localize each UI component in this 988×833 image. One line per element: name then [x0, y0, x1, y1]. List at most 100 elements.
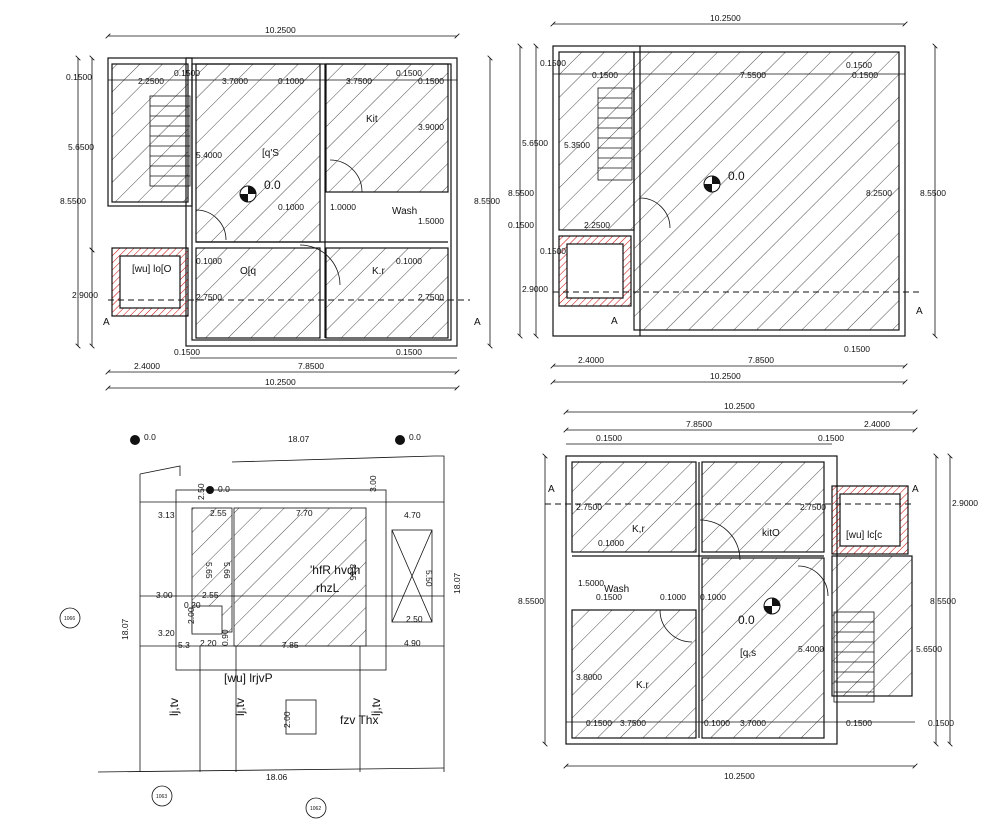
site-dim: 4.90: [404, 638, 421, 648]
dim-inner: 0.1000: [660, 592, 686, 602]
site-level: 0.0: [409, 432, 421, 442]
dim-inner-2: 2.2500: [584, 220, 610, 230]
plan-top-left-walls: [107, 57, 458, 347]
room-label-1: [q'S: [262, 148, 279, 159]
room-label-4: K.r: [372, 266, 385, 277]
dim-bottom-a: 2.4000: [134, 361, 160, 371]
dim-bottom-b: 7.8500: [298, 361, 324, 371]
dim-left-f: 0.1500: [540, 246, 566, 256]
room-label-5: Wash: [392, 206, 417, 217]
site-label: lj,tv: [233, 698, 247, 716]
dim-top-width: 10.2500: [724, 401, 755, 411]
grid-ref-label: 1066: [64, 616, 75, 622]
site-dim: 5.3: [178, 640, 190, 650]
section-mark: A: [474, 317, 481, 328]
grid-ref-label: 1062: [310, 806, 321, 812]
site-dim: 2.50: [196, 483, 206, 500]
dim-inner-2: 0.1000: [278, 202, 304, 212]
level-marker-icon: [395, 435, 405, 445]
site-dim: 5.66: [222, 562, 232, 579]
dim-top-4: 0.1500: [852, 70, 878, 80]
site-plan-outline: [97, 455, 445, 773]
room-label: kitO: [762, 528, 780, 539]
grid-ref-label: 1063: [156, 794, 167, 800]
level-label: 0.0: [264, 178, 281, 192]
dim-inner-5: 0.1000: [196, 256, 222, 266]
plan-top-left-dimensions: [78, 36, 490, 388]
room-label: K,r: [632, 524, 645, 535]
dim-bottom-a: 2.4000: [578, 355, 604, 365]
dim-top-a: 7.8500: [686, 419, 712, 429]
dim-top-3: 3.7000: [222, 76, 248, 86]
level-marker-bottom-right: 0.0: [738, 597, 781, 627]
site-dim: 3.20: [158, 628, 175, 638]
dim-left-e: 2.9000: [522, 284, 548, 294]
plan-top-left: 0.0 10.2500 10.2500 2.4000 7.8500 0.1500…: [60, 25, 500, 388]
dim-inner: 2.7500: [800, 502, 826, 512]
dim-left-b: 5.6500: [522, 138, 548, 148]
dim-top-1: 2.2500: [138, 76, 164, 86]
dim-top-3: 0.1500: [846, 60, 872, 70]
dim-top-7: 0.1500: [418, 76, 444, 86]
level-marker-icon: [206, 486, 214, 494]
site-dim: 2.50: [406, 614, 423, 624]
site-dim: 2.55: [210, 508, 227, 518]
site-level: 0.0: [144, 432, 156, 442]
level-marker-top-right: 0.0: [703, 169, 745, 193]
site-label: fzv Thx: [340, 713, 378, 727]
dim-right-1: 3.9000: [418, 122, 444, 132]
room-label-3: O[q: [240, 266, 256, 277]
site-label: lj,tv: [369, 698, 383, 716]
dim-left-d: 0.1500: [508, 220, 534, 230]
room-label-6: [wu] lo[O: [132, 264, 172, 275]
site-right: 18.07: [452, 572, 462, 594]
site-dim: 7.70: [296, 508, 313, 518]
section-mark: A: [912, 484, 919, 495]
dim-top-2: 0.1500: [174, 68, 200, 78]
room-label-2: Kit: [366, 114, 378, 125]
dim-right-1: 2.9000: [952, 498, 978, 508]
level-marker-icon: [130, 435, 140, 445]
level-label: 0.0: [728, 169, 745, 183]
site-dim: 4.70: [404, 510, 421, 520]
room-label: Wash: [604, 584, 629, 595]
site-dim: 5.65: [204, 562, 214, 579]
dim-left-c: 8.5500: [60, 196, 86, 206]
site-dim: 3.13: [158, 510, 175, 520]
dim-inner: 0.1500: [928, 718, 954, 728]
site-plan: 0.0 0.0 0.0 18.07 18.06 18.07 18.07 2.50…: [59, 432, 462, 819]
site-dim: 2.00: [282, 711, 292, 728]
dim-top-c: 0.1500: [596, 433, 622, 443]
dim-bottom-width: 10.2500: [710, 371, 741, 381]
plan-bottom-right: 0.0 10.2500 7.8500 2.4000 0.1500 0.1500 …: [518, 401, 978, 781]
site-top: 18.07: [288, 434, 310, 444]
dim-inner: 0.1000: [704, 718, 730, 728]
dim-right-3: 5.6500: [916, 644, 942, 654]
dim-left: 8.5500: [518, 596, 544, 606]
dim-right: 8.5500: [474, 196, 500, 206]
site-dim: 2.20: [200, 638, 217, 648]
dim-inner-3: 1.0000: [330, 202, 356, 212]
dim-inner: 5.4000: [798, 644, 824, 654]
dim-right-2: 1.5000: [418, 216, 444, 226]
site-label: 'hfR hvqh: [310, 563, 360, 577]
dim-right-2: 8.5500: [930, 596, 956, 606]
site-dim: 3.00: [368, 475, 378, 492]
dim-bottom-c: 0.1500: [174, 347, 200, 357]
dim-top-d: 0.1500: [818, 433, 844, 443]
site-dim: 2.55: [202, 590, 219, 600]
dim-bottom-b: 7.8500: [748, 355, 774, 365]
dim-left-b: 5.6500: [68, 142, 94, 152]
dim-inner: 0.1000: [598, 538, 624, 548]
dim-inner: 0.1500: [586, 718, 612, 728]
site-dim: 7.85: [282, 640, 299, 650]
site-dim: 2.00: [186, 607, 196, 624]
dim-inner-4: 2.7500: [196, 292, 222, 302]
grid-reference-markers: [59, 607, 327, 819]
dim-inner: 1.5000: [578, 578, 604, 588]
site-label: lj,tv: [167, 698, 181, 716]
stair-top-left: [149, 95, 363, 286]
dim-inner-3: 8.2500: [866, 188, 892, 198]
dim-inner: 2.7500: [576, 502, 602, 512]
